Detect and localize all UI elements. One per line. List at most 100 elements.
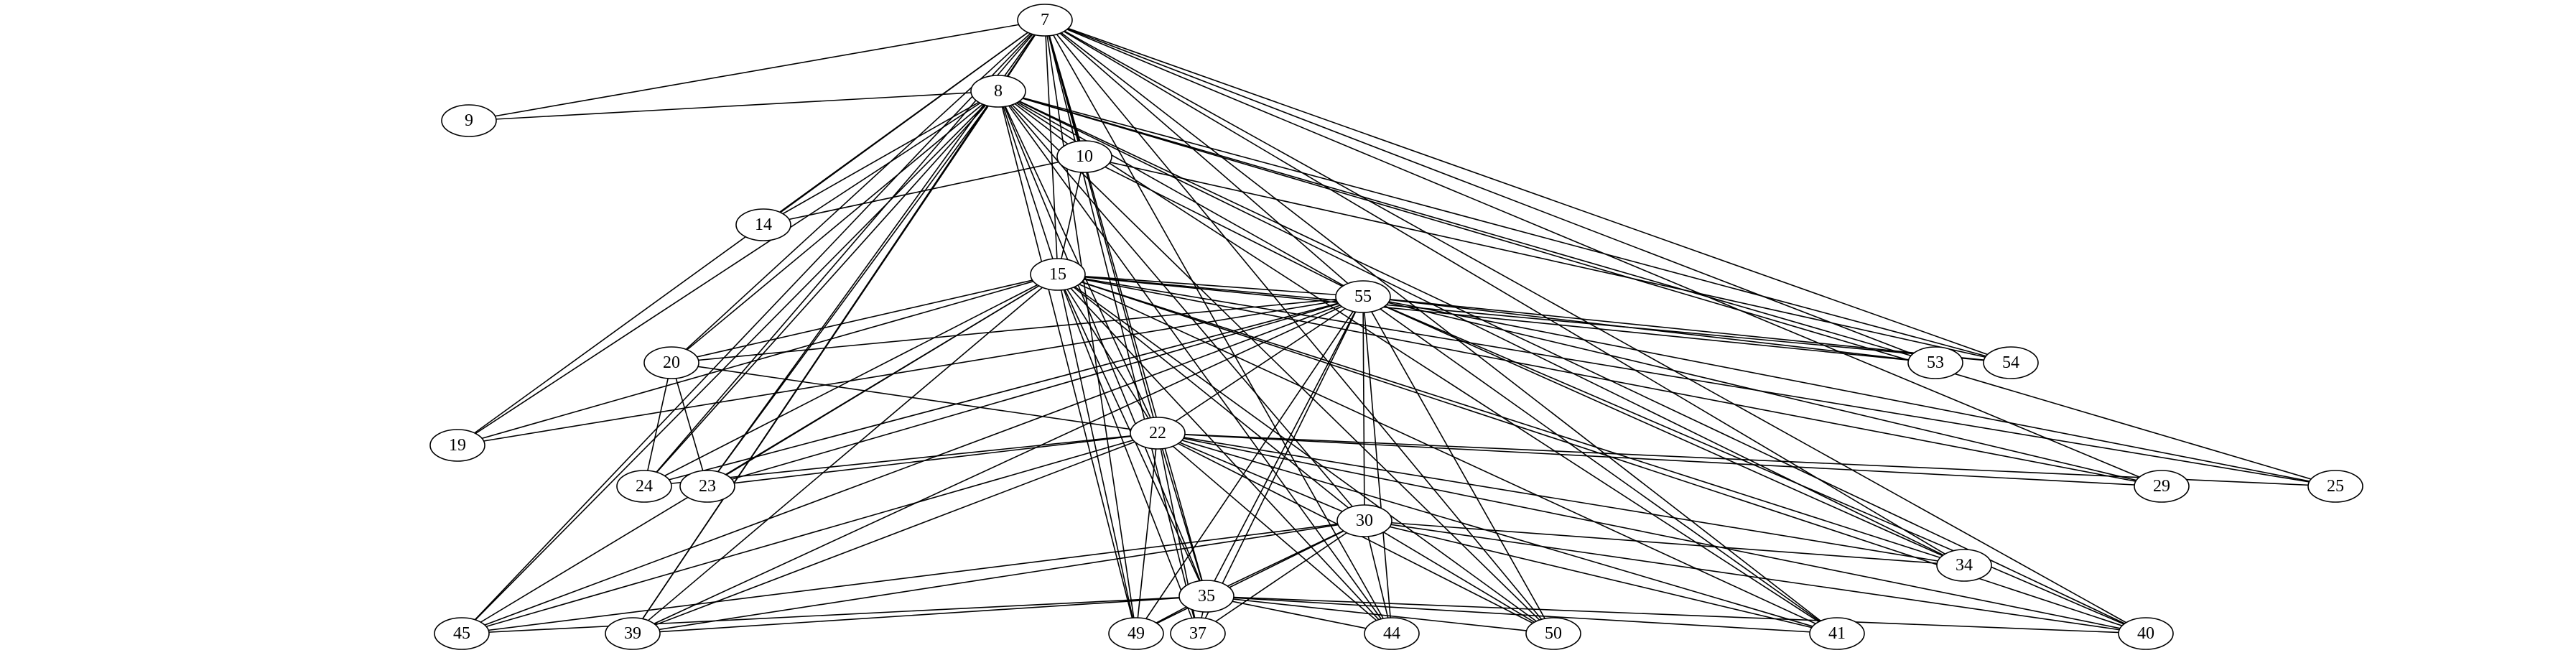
edge-55-49 xyxy=(1135,296,1364,634)
node-19[interactable]: 19 xyxy=(429,429,485,462)
node-label: 9 xyxy=(465,111,473,130)
edge-8-44 xyxy=(998,91,1392,634)
edge-8-14 xyxy=(763,91,999,226)
edge-7-50 xyxy=(1044,19,1554,634)
node-label: 7 xyxy=(1041,11,1049,29)
edge-15-44 xyxy=(1057,274,1392,634)
node-shape xyxy=(1108,617,1164,650)
edge-55-30 xyxy=(1362,296,1365,521)
edge-30-41 xyxy=(1364,520,1838,634)
edge-7-35 xyxy=(1044,19,1207,597)
node-shape xyxy=(1178,580,1234,613)
node-shape xyxy=(970,75,1026,108)
node-shape xyxy=(1335,280,1391,313)
node-55[interactable]: 55 xyxy=(1335,280,1391,313)
edge-8-50 xyxy=(998,91,1554,634)
edge-22-23 xyxy=(707,432,1158,487)
edge-30-44 xyxy=(1364,520,1392,634)
node-label: 8 xyxy=(994,82,1003,101)
edge-10-55 xyxy=(1084,156,1364,297)
node-20[interactable]: 20 xyxy=(643,346,699,379)
node-54[interactable]: 54 xyxy=(1983,346,2039,379)
edge-7-41 xyxy=(1044,19,1838,634)
node-9[interactable]: 9 xyxy=(441,104,497,137)
node-label: 53 xyxy=(1927,353,1944,372)
edge-55-22 xyxy=(1157,296,1364,434)
node-15[interactable]: 15 xyxy=(1030,258,1086,291)
edge-30-49 xyxy=(1135,520,1365,634)
edge-7-40 xyxy=(1044,19,2147,634)
edge-35-44 xyxy=(1206,595,1392,634)
edge-22-35 xyxy=(1157,432,1207,597)
edge-15-54 xyxy=(1057,274,2012,363)
node-30[interactable]: 30 xyxy=(1336,504,1392,537)
node-label: 23 xyxy=(699,477,716,496)
edge-8-49 xyxy=(998,91,1137,634)
node-50[interactable]: 50 xyxy=(1525,617,1581,650)
node-41[interactable]: 41 xyxy=(1809,617,1865,650)
edge-30-34 xyxy=(1364,520,1965,566)
node-44[interactable]: 44 xyxy=(1364,617,1420,650)
edge-15-53 xyxy=(1057,274,1936,363)
node-shape xyxy=(2307,470,2363,503)
edge-8-9 xyxy=(468,91,999,121)
edge-8-15 xyxy=(998,91,1059,275)
node-label: 35 xyxy=(1198,587,1215,606)
edge-55-50 xyxy=(1362,296,1554,634)
node-10[interactable]: 10 xyxy=(1056,140,1112,173)
edge-8-20 xyxy=(671,91,999,363)
node-label: 49 xyxy=(1127,624,1145,643)
node-label: 37 xyxy=(1189,624,1206,643)
node-8[interactable]: 8 xyxy=(970,75,1026,108)
edge-22-40 xyxy=(1157,432,2147,634)
node-shape xyxy=(1936,549,1992,582)
edge-15-34 xyxy=(1057,274,1965,566)
edge-35-45 xyxy=(461,595,1207,634)
node-29[interactable]: 29 xyxy=(2134,470,2190,503)
node-shape xyxy=(605,617,661,650)
node-53[interactable]: 53 xyxy=(1907,346,1963,379)
edge-8-24 xyxy=(643,91,999,487)
node-49[interactable]: 49 xyxy=(1108,617,1164,650)
node-shape xyxy=(441,104,497,137)
edge-15-40 xyxy=(1057,274,2147,634)
edge-15-41 xyxy=(1057,274,1838,634)
edge-55-19 xyxy=(457,296,1364,446)
node-shape xyxy=(679,470,735,503)
node-45[interactable]: 45 xyxy=(434,617,490,650)
node-shape xyxy=(1017,4,1073,37)
edge-15-39 xyxy=(632,274,1059,634)
edge-20-22 xyxy=(671,362,1158,434)
node-shape xyxy=(1364,617,1420,650)
node-label: 24 xyxy=(636,477,653,496)
node-34[interactable]: 34 xyxy=(1936,549,1992,582)
node-shape xyxy=(1525,617,1581,650)
node-40[interactable]: 40 xyxy=(2118,617,2174,650)
node-39[interactable]: 39 xyxy=(605,617,661,650)
edge-55-29 xyxy=(1362,296,2162,487)
edge-55-34 xyxy=(1362,296,1965,566)
node-14[interactable]: 14 xyxy=(735,208,791,241)
node-35[interactable]: 35 xyxy=(1178,580,1234,613)
edge-8-40 xyxy=(998,91,2147,634)
edge-55-44 xyxy=(1362,296,1392,634)
node-25[interactable]: 25 xyxy=(2307,470,2363,503)
node-shape xyxy=(1056,140,1112,173)
edge-30-39 xyxy=(632,520,1365,634)
edge-22-34 xyxy=(1157,432,1965,566)
node-22[interactable]: 22 xyxy=(1130,417,1186,450)
edge-15-45 xyxy=(461,274,1059,634)
node-24[interactable]: 24 xyxy=(616,470,672,503)
node-7[interactable]: 7 xyxy=(1017,4,1073,37)
edge-10-54 xyxy=(1084,156,2012,363)
edge-8-45 xyxy=(461,91,999,634)
edge-30-40 xyxy=(1364,520,2147,634)
edge-15-37 xyxy=(1057,274,1199,634)
edge-22-29 xyxy=(1157,432,2162,487)
edge-15-55 xyxy=(1057,274,1364,297)
edge-8-22 xyxy=(998,91,1158,434)
node-23[interactable]: 23 xyxy=(679,470,735,503)
node-37[interactable]: 37 xyxy=(1170,617,1226,650)
edge-8-23 xyxy=(707,91,999,487)
